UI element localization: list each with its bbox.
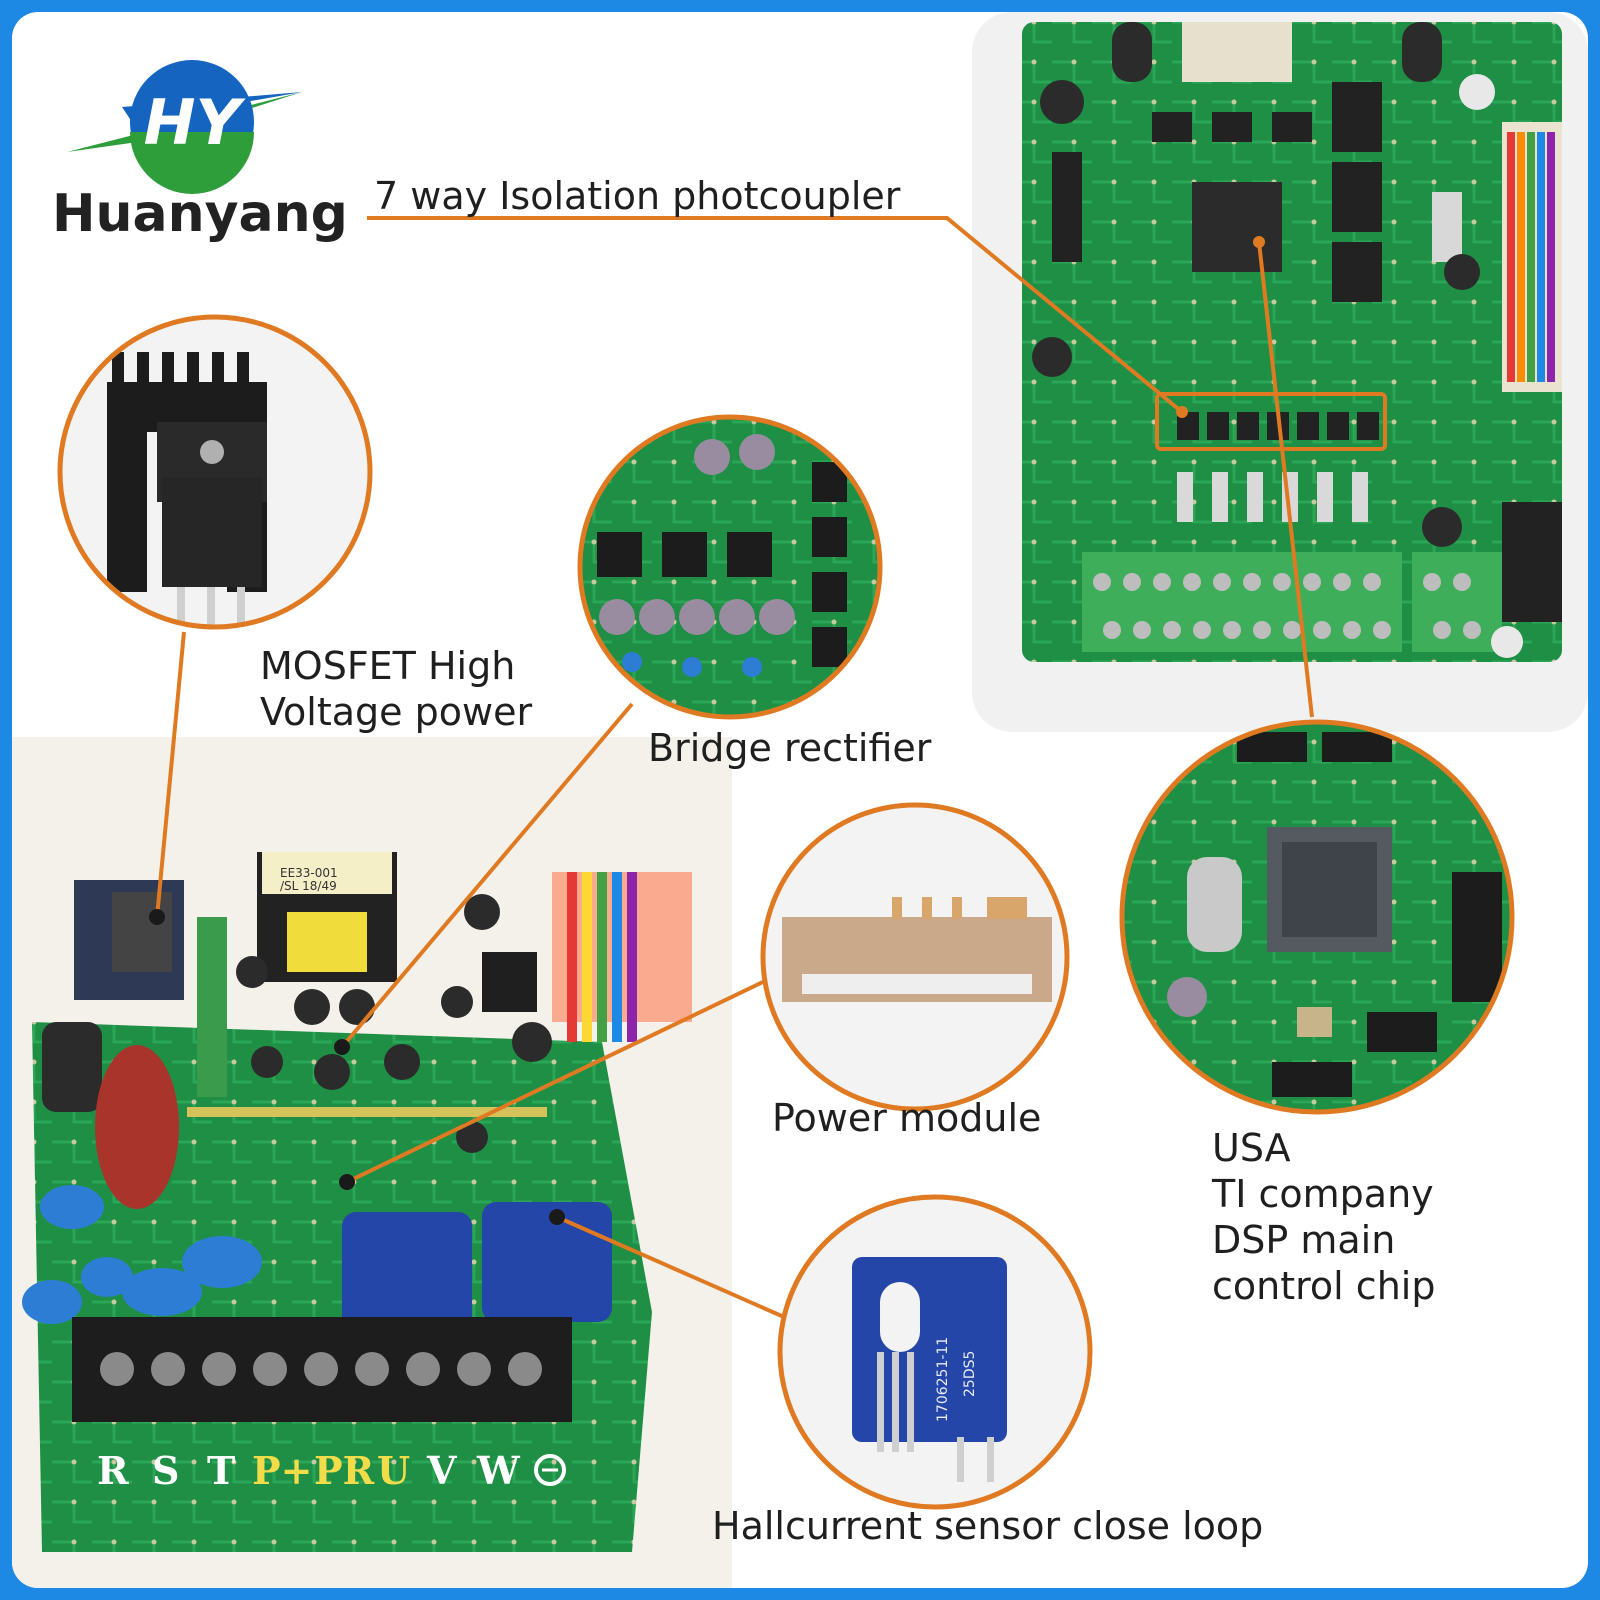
callout-dots	[149, 236, 1265, 1225]
transformer-label-1: EE33-001	[280, 866, 338, 880]
hall-sensor-zoom-circle: 1706251-11 25DS5	[777, 1194, 1093, 1510]
bridge-rectifier-zoom-circle	[577, 414, 883, 720]
terminal-w: W	[476, 1448, 521, 1493]
product-image-frame: EE33-001 /SL 18/49 R S T P+ PR U V W	[12, 12, 1588, 1588]
sensor-part-number: 1706251-11	[935, 1337, 951, 1422]
label-dsp-line-3: DSP main	[1212, 1218, 1396, 1262]
logo-letters: HY	[144, 86, 247, 159]
transformer-label-2: /SL 18/49	[280, 879, 337, 893]
label-mosfet-line-1: MOSFET High	[260, 644, 516, 688]
label-dsp-line-1: USA	[1212, 1126, 1291, 1170]
pcb-illustration: EE33-001 /SL 18/49 R S T P+ PR U V W	[12, 12, 1588, 1588]
label-mosfet-line-2: Voltage power	[260, 690, 533, 734]
dsp-chip-zoom-circle	[1119, 719, 1515, 1115]
power-module-zoom-circle	[760, 802, 1070, 1112]
label-power-module: Power module	[772, 1096, 1042, 1140]
power-board-photo: EE33-001 /SL 18/49 R S T P+ PR U V W	[12, 737, 732, 1588]
label-hall-sensor: Hallcurrent sensor close loop	[712, 1504, 1264, 1548]
brand-name: Huanyang	[52, 184, 348, 244]
terminal-t: T	[207, 1448, 235, 1493]
label-dsp-line-2: TI company	[1212, 1172, 1434, 1216]
sensor-model: 25DS5	[962, 1351, 978, 1397]
callout-lines	[155, 216, 1387, 1319]
mosfet-zoom-circle	[57, 314, 373, 630]
terminal-r: R	[97, 1448, 129, 1493]
control-board-photo	[972, 12, 1588, 732]
terminal-p-plus: P+	[252, 1448, 312, 1493]
label-photocoupler: 7 way Isolation photcoupler	[374, 174, 901, 218]
label-bridge-rectifier: Bridge rectifier	[648, 726, 932, 770]
terminal-s: S	[152, 1448, 179, 1493]
label-dsp-line-4: control chip	[1212, 1264, 1436, 1308]
terminal-u: U	[377, 1448, 410, 1493]
huanyang-logo-icon: HY	[67, 60, 302, 194]
terminal-v: V	[426, 1448, 458, 1493]
terminal-pr: PR	[314, 1448, 375, 1493]
